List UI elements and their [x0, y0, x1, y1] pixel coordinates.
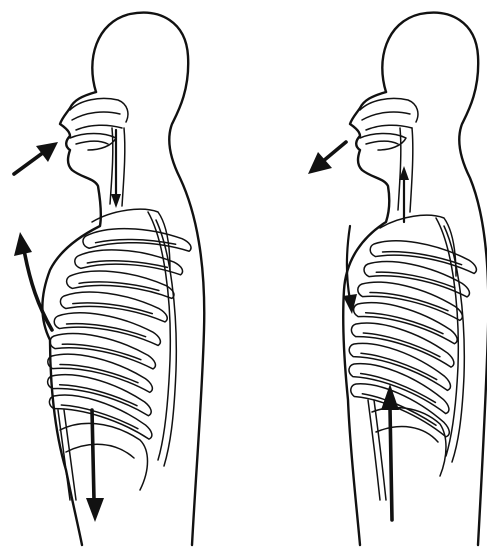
- ribcage: [347, 215, 480, 500]
- ribcage: [46, 209, 192, 500]
- nasal-cavity: [70, 98, 128, 122]
- diaphragm-down-arrow-icon: [86, 410, 104, 522]
- air-inflow-arrow-icon: [14, 142, 58, 174]
- air-outflow-arrow-icon: [308, 142, 346, 174]
- spine: [148, 212, 170, 460]
- diaphragm-up-arrow-icon: [381, 384, 399, 520]
- inhalation-panel: [14, 13, 204, 545]
- body-outline: [382, 13, 487, 545]
- chest-contract-arrow-icon: [343, 226, 357, 314]
- exhalation-panel: [308, 13, 487, 545]
- nasal-cavity: [360, 98, 418, 122]
